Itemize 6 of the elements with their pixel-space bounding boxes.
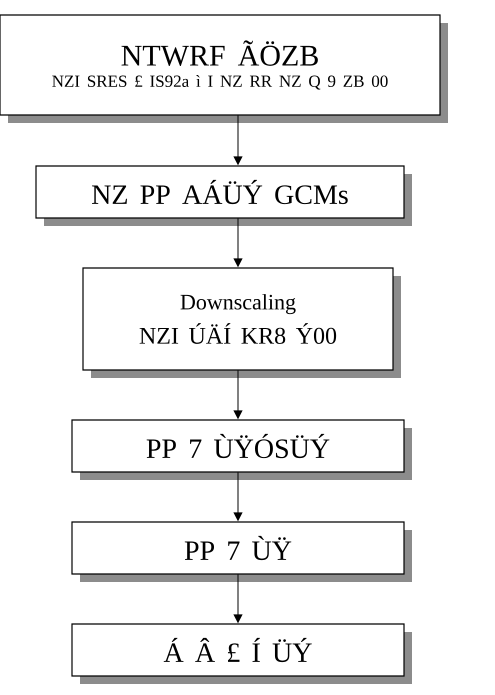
process-box: PP 7 ÙŸ xyxy=(71,521,412,582)
process-box: NZ PP AÁÜÝ GCMs xyxy=(35,165,412,226)
process-box: Á Â £ Í ÜÝ xyxy=(71,623,412,684)
process-box: Downscaling NZI ÚÄÍ KR8 Ý00 xyxy=(82,267,401,378)
process-box: NTWRF ÃÖZB NZI SRES £ IS92a ì I NZ RR NZ Q 9 ZB 00 xyxy=(0,14,448,123)
process-box: PP 7 ÙŸÓSÜÝ xyxy=(71,419,412,480)
